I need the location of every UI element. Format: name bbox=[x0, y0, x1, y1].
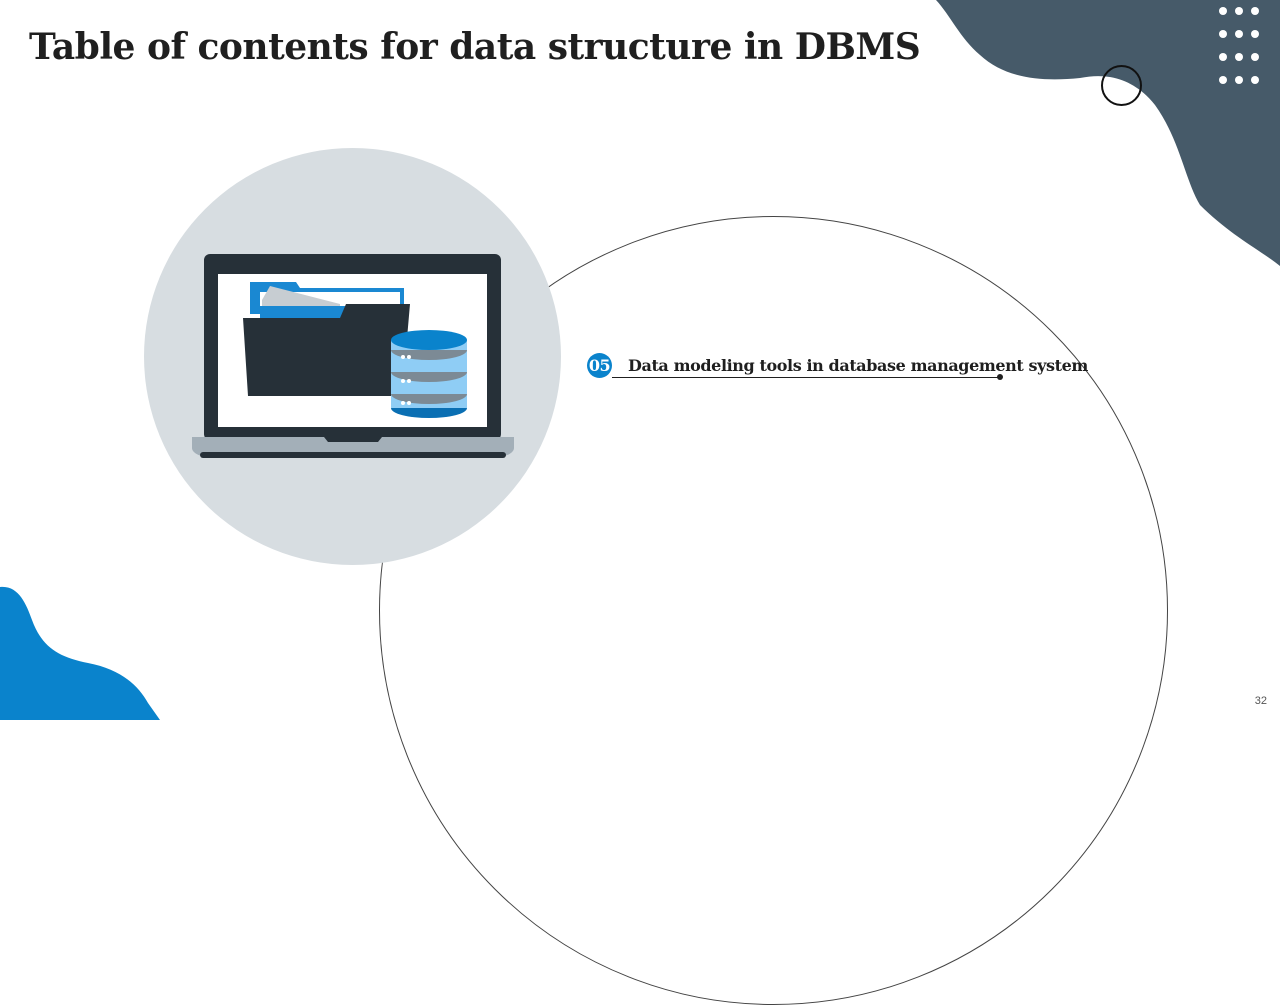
page-number: 32 bbox=[1254, 695, 1267, 707]
dot bbox=[1235, 76, 1243, 84]
dot bbox=[1219, 53, 1227, 61]
dot bbox=[1251, 76, 1259, 84]
dot bbox=[1219, 7, 1227, 15]
top-right-blob-decoration bbox=[936, 0, 1280, 266]
ring-decoration bbox=[1101, 65, 1142, 106]
dot bbox=[1251, 30, 1259, 38]
toc-underline bbox=[612, 377, 1000, 378]
dot bbox=[1219, 30, 1227, 38]
slide-title: Table of contents for data structure in … bbox=[29, 26, 921, 68]
dot bbox=[1251, 53, 1259, 61]
dot bbox=[1235, 30, 1243, 38]
dot bbox=[1235, 7, 1243, 15]
dot bbox=[1219, 76, 1227, 84]
laptop-folder-database-icon bbox=[192, 254, 514, 458]
dot bbox=[1235, 53, 1243, 61]
toc-item-label: Data modeling tools in database manageme… bbox=[628, 356, 1088, 375]
bottom-left-blob-decoration bbox=[0, 586, 160, 720]
dot bbox=[1251, 7, 1259, 15]
toc-number-badge: 05 bbox=[587, 353, 612, 378]
toc-item[interactable]: 05 Data modeling tools in database manag… bbox=[587, 353, 1088, 383]
toc-underline-dot bbox=[997, 374, 1003, 380]
dot-grid-decoration bbox=[1219, 7, 1263, 84]
